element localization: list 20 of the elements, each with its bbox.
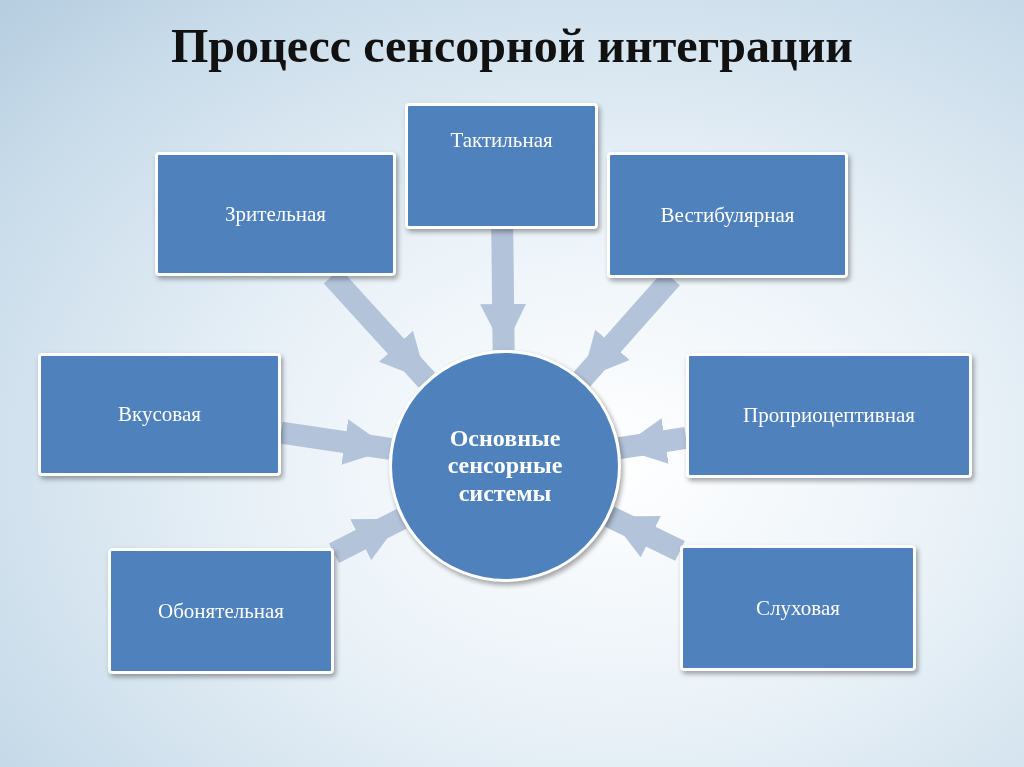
- arrow: [329, 508, 407, 564]
- category-box: [405, 103, 598, 229]
- node-label: Тактильная: [450, 128, 553, 153]
- category-box: [686, 353, 972, 478]
- title: Процесс сенсорной интеграции: [170, 18, 854, 73]
- category-box: [108, 548, 334, 674]
- node-label: Проприоцептивная: [743, 403, 915, 428]
- node-label: Вестибулярная: [660, 202, 795, 228]
- arrow: [617, 418, 688, 464]
- node-label: Основные сенсорные системы: [446, 424, 564, 508]
- arrow: [480, 228, 527, 351]
- node-label: Зрительная: [224, 201, 326, 227]
- node-label: Обонятельная: [158, 598, 284, 624]
- category-box: [155, 152, 396, 276]
- category-box: [607, 152, 848, 278]
- category-box: [38, 353, 281, 476]
- category-box: [680, 545, 916, 671]
- arrow: [279, 419, 392, 465]
- node-label: Слуховая: [756, 595, 840, 621]
- node-label: Вкусовая: [118, 402, 201, 427]
